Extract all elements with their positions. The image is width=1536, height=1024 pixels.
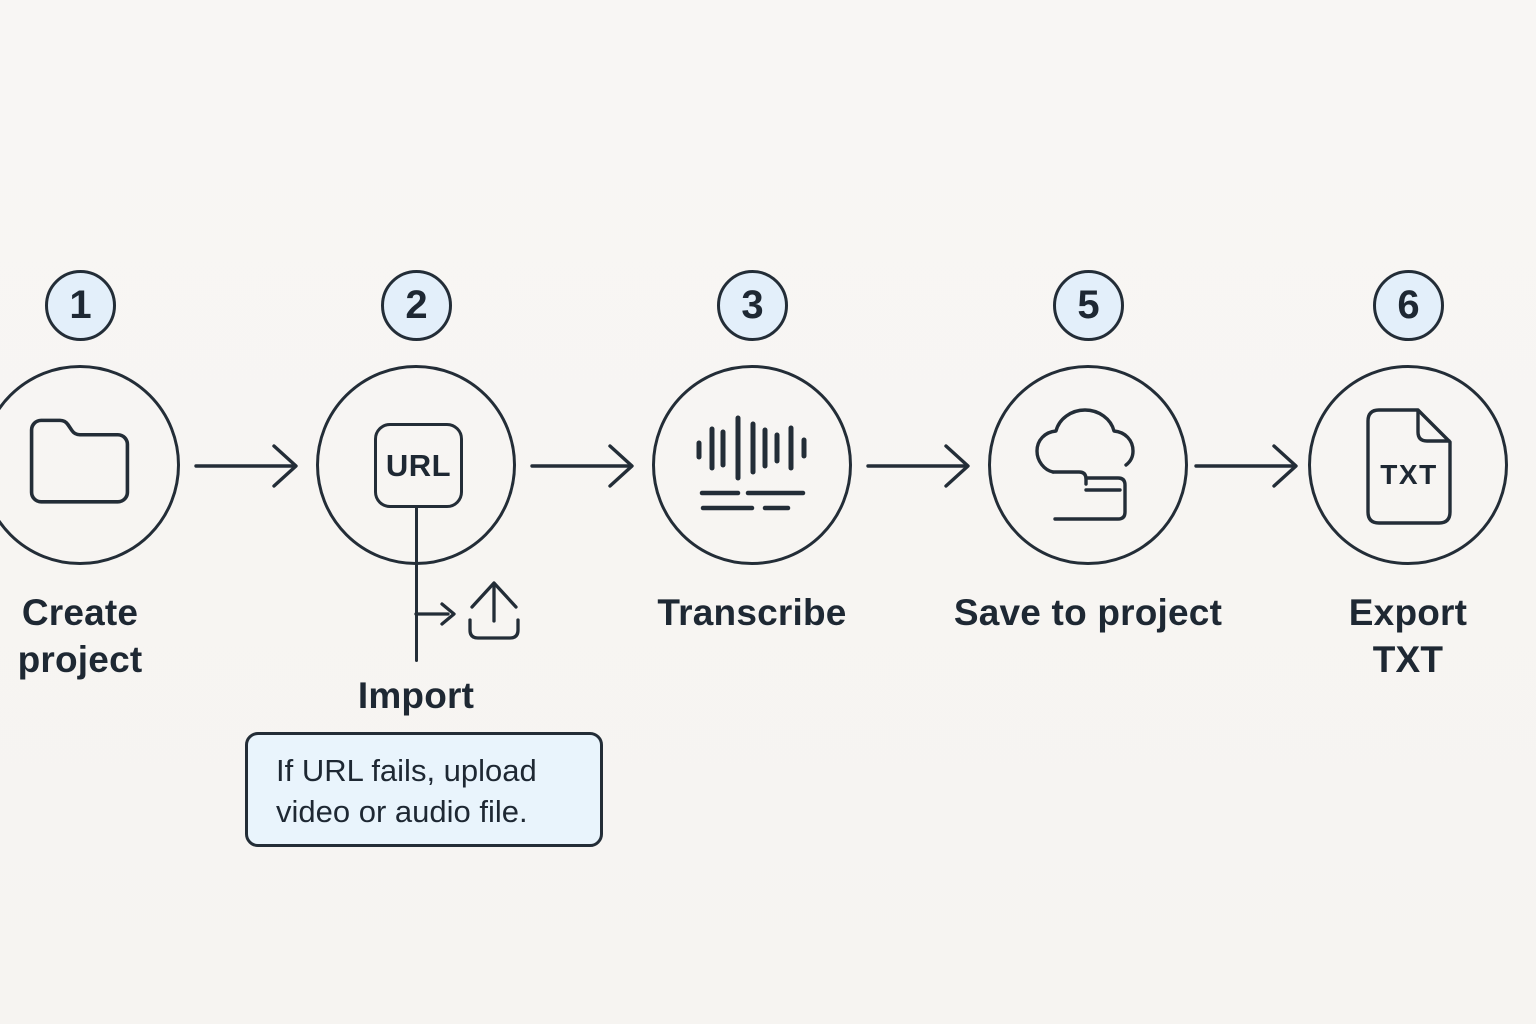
cloud-icon [1035,408,1135,521]
folder-icon [29,418,130,504]
txt-file-icon [1366,408,1452,525]
step-3-node [652,365,852,565]
branch-arrow [414,602,456,626]
note-line: If URL fails, upload [276,753,537,788]
note-callout: If URL fails, upload video or audio file… [245,732,603,847]
step-3-badge: 3 [717,270,788,341]
note-line: video or audio file. [276,794,528,829]
step-3-number: 3 [741,283,764,327]
step-5-badge: 6 [1373,270,1444,341]
step-2-number: 2 [405,283,428,327]
step-4-badge: 5 [1053,270,1124,341]
waveform-icon [696,415,807,511]
url-box-icon: URL [374,423,463,508]
step-5-label: Export TXT [1348,592,1468,680]
flow-arrow-4 [1194,444,1298,488]
step-1-number: 1 [69,283,92,327]
step-4-node [988,365,1188,565]
import-connector-line [414,506,418,662]
url-box-text: URL [385,447,452,483]
flow-arrow-1 [194,444,298,488]
step-4-number: 5 [1077,283,1100,327]
txt-file-text: TXT [1380,459,1438,490]
flow-arrow-2 [530,444,634,488]
step-1-badge: 1 [45,270,116,341]
step-5-number: 6 [1397,283,1420,327]
step-4-label: Save to project [953,592,1223,633]
upload-icon [468,581,520,640]
step-1-label: Create project [17,592,143,680]
step-2-label: Import [357,675,475,716]
flow-arrow-3 [866,444,970,488]
step-3-label: Transcribe [657,592,847,633]
step-2-badge: 2 [381,270,452,341]
step-1-node [0,365,180,565]
step-5-node [1308,365,1508,565]
